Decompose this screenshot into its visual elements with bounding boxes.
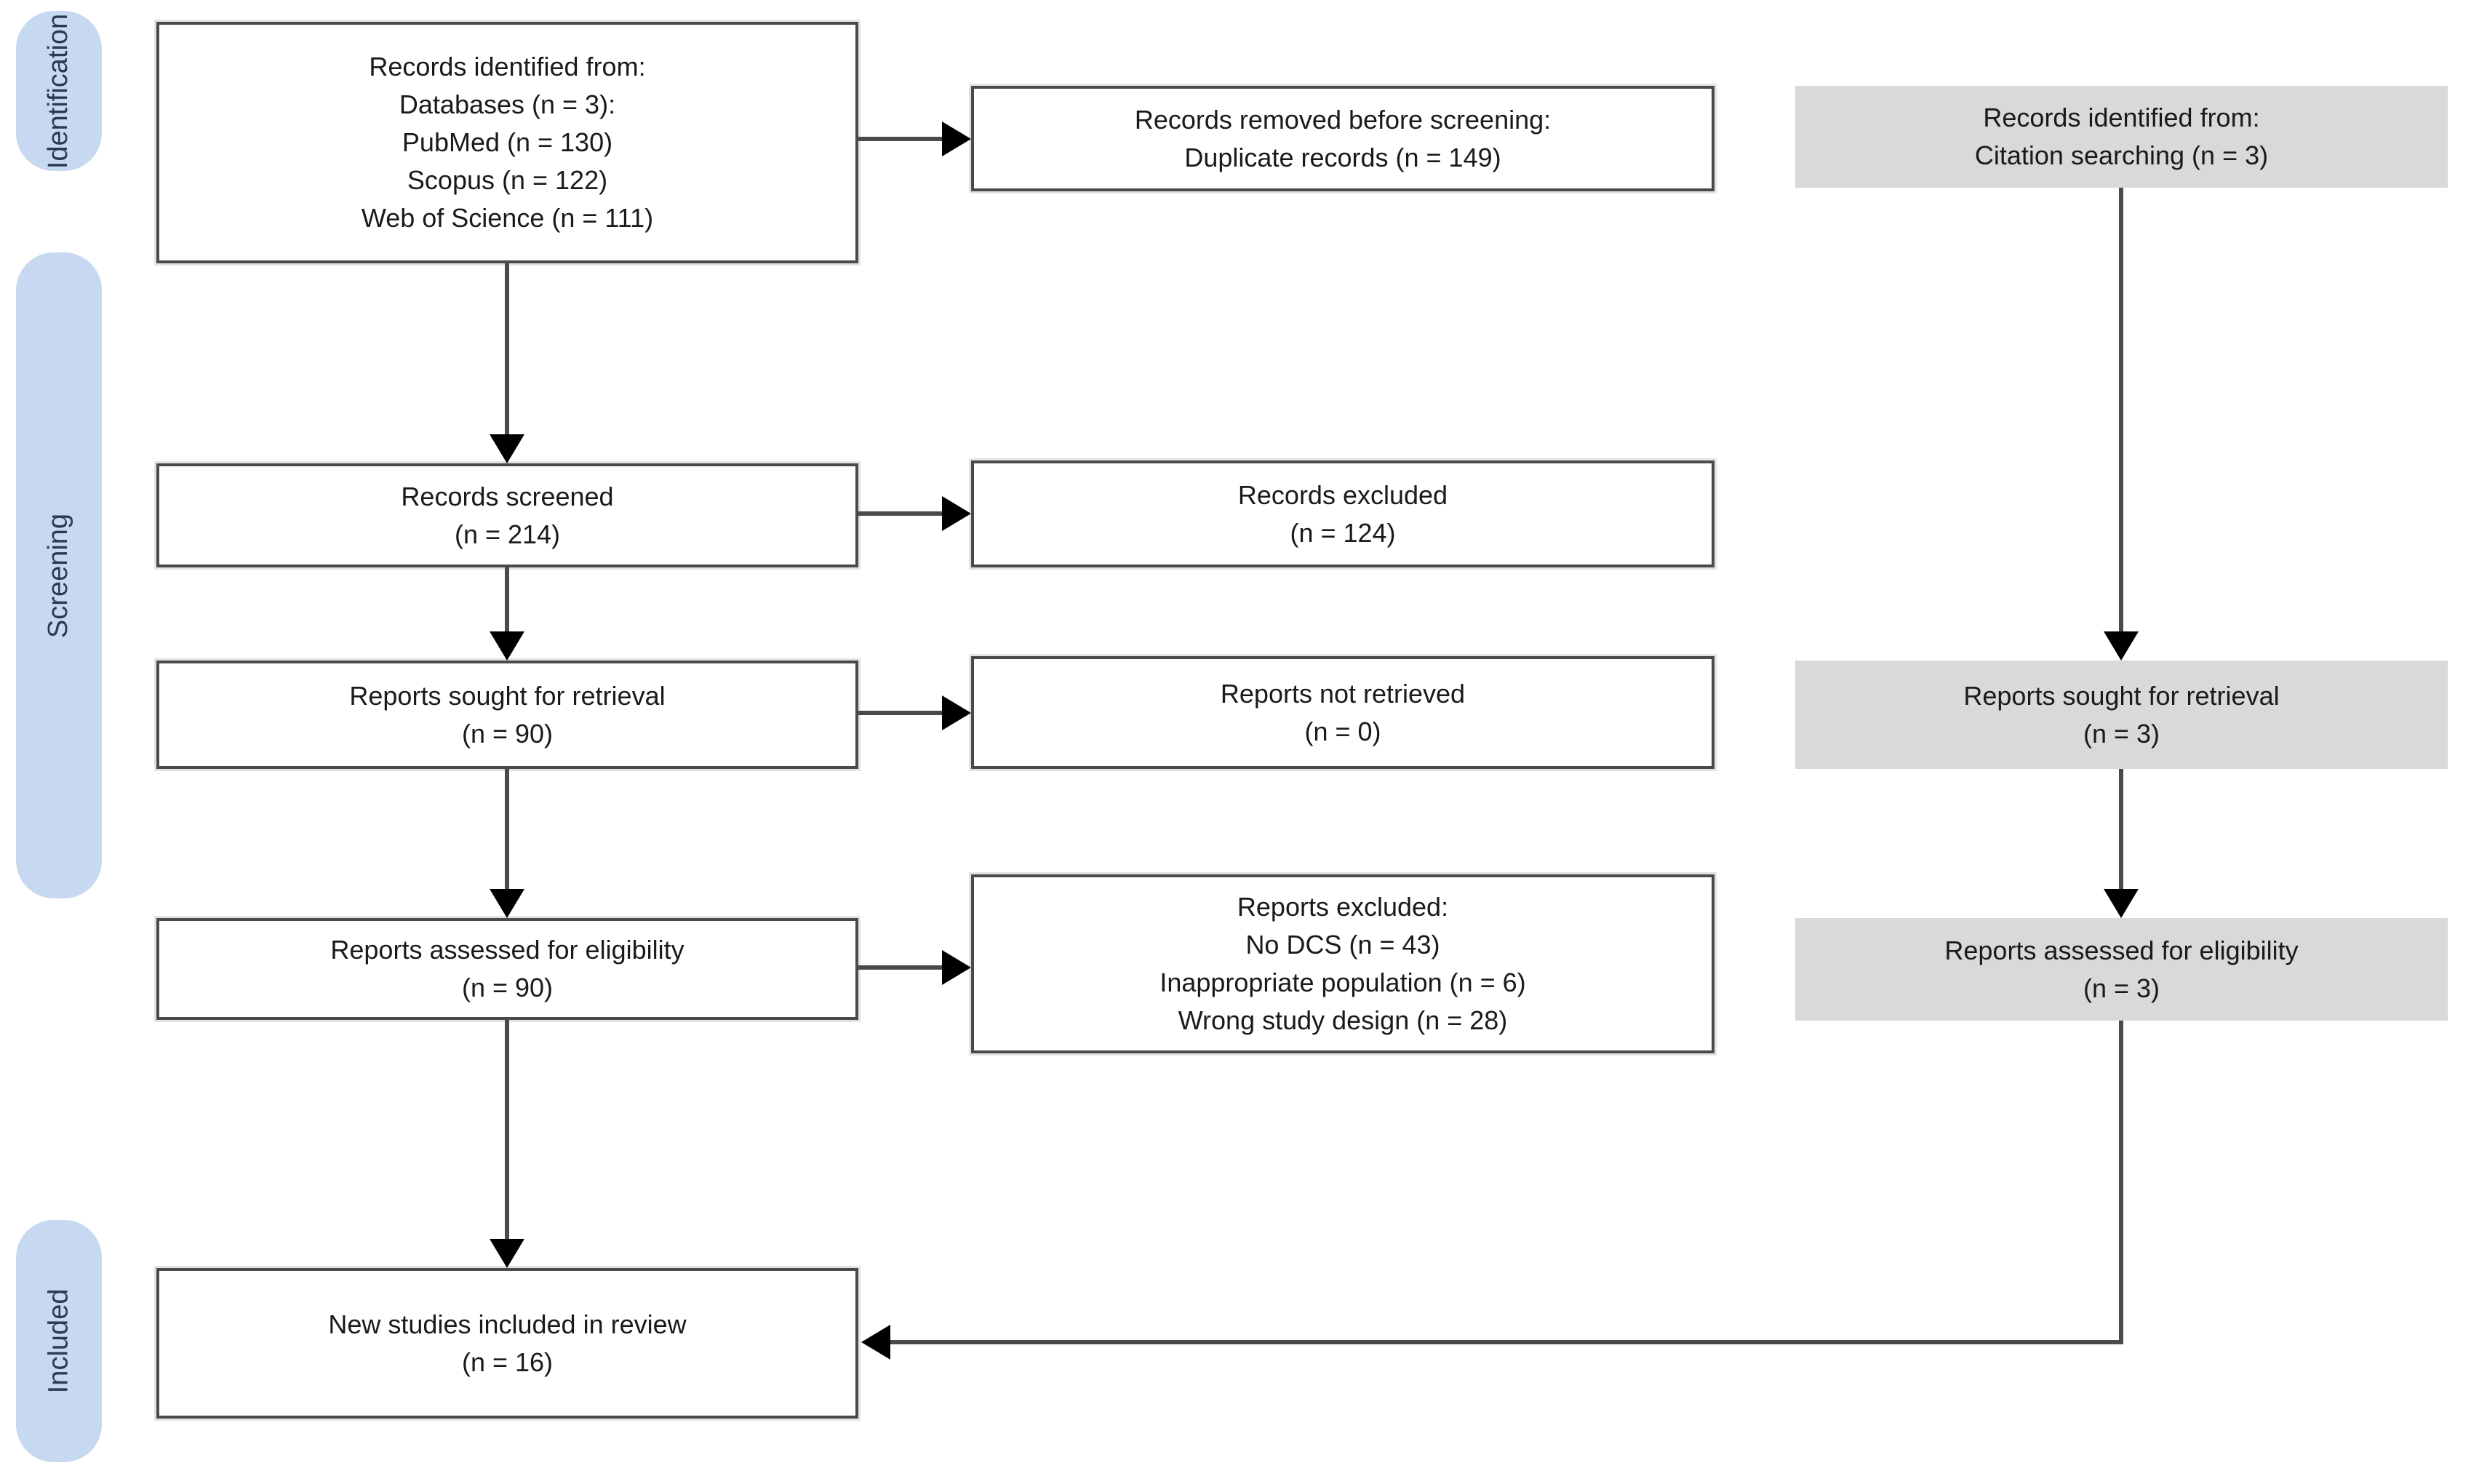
arrow-assessed-to-excludedreasons-line — [858, 965, 942, 970]
box-text-line: No DCS (n = 43) — [1245, 930, 1440, 960]
arrow-screened-to-sought-line — [505, 567, 509, 633]
box-reports-assessed: Reports assessed for eligibility (n = 90… — [156, 918, 858, 1020]
box-text-line: Citation searching (n = 3) — [1974, 140, 2269, 170]
box-text-line: (n = 124) — [1290, 517, 1396, 548]
box-text-line: Scopus (n = 122) — [407, 165, 608, 195]
arrowhead-right-icon — [942, 950, 971, 985]
box-reports-not-retrieved: Reports not retrieved (n = 0) — [971, 656, 1714, 769]
arrowhead-down-icon — [490, 631, 524, 661]
arrow-citation-to-included-horizontal-line — [890, 1340, 2123, 1344]
box-text-line: (n = 16) — [461, 1347, 554, 1377]
box-text-line: (n = 3) — [2083, 973, 2160, 1003]
box-text-line: Web of Science (n = 111) — [361, 203, 654, 233]
arrowhead-right-icon — [942, 695, 971, 730]
arrowhead-down-icon — [490, 889, 524, 918]
stage-label-screening: Screening — [43, 513, 74, 638]
box-text-line: (n = 3) — [2083, 718, 2160, 749]
box-reports-sought: Reports sought for retrieval (n = 90) — [156, 661, 858, 769]
arrowhead-down-icon — [2104, 631, 2139, 661]
box-text-line: Records identified from: — [369, 52, 646, 81]
arrowhead-right-icon — [942, 496, 971, 531]
box-text-line: (n = 0) — [1304, 716, 1381, 746]
box-records-excluded: Records excluded (n = 124) — [971, 460, 1714, 567]
box-new-studies-included: New studies included in review (n = 16) — [156, 1268, 858, 1419]
stage-pill-included: Included — [16, 1220, 102, 1462]
box-text-line: Wrong study design (n = 28) — [1178, 1005, 1508, 1035]
box-records-identified-databases: Records identified from: Databases (n = … — [156, 22, 858, 263]
arrowhead-down-icon — [490, 434, 524, 463]
box-text-line: Reports assessed for eligibility — [1944, 935, 2299, 965]
arrow-sought-to-assessed-line — [505, 769, 509, 890]
arrowhead-right-icon — [942, 121, 971, 156]
stage-pill-identification: Identification — [16, 11, 102, 171]
box-records-identified-citation: Records identified from: Citation search… — [1795, 86, 2448, 188]
arrowhead-down-icon — [490, 1239, 524, 1268]
box-reports-excluded-reasons: Reports excluded: No DCS (n = 43) Inappr… — [971, 874, 1714, 1053]
stage-label-identification: Identification — [43, 13, 74, 169]
box-text-line: Reports sought for retrieval — [1963, 680, 2280, 711]
box-text-line: Reports excluded: — [1237, 892, 1449, 922]
box-text-line: PubMed (n = 130) — [402, 127, 613, 157]
arrow-db-to-removed-line — [858, 137, 942, 141]
box-text-line: Records screened — [401, 481, 614, 511]
box-text-line: Databases (n = 3): — [399, 89, 616, 119]
arrowhead-down-icon — [2104, 889, 2139, 918]
box-text-line: Records identified from: — [1983, 103, 2260, 132]
box-text-line: (n = 214) — [454, 519, 561, 549]
arrow-citation-to-included-vertical-line — [2119, 1021, 2123, 1344]
box-text-line: Duplicate records (n = 149) — [1184, 142, 1501, 172]
stage-label-included: Included — [43, 1288, 74, 1394]
arrow-db-to-screened-line — [505, 263, 509, 436]
box-text-line: New studies included in review — [328, 1309, 687, 1339]
box-text-line: (n = 90) — [461, 718, 554, 749]
box-records-screened: Records screened (n = 214) — [156, 463, 858, 567]
box-records-removed-before-screening: Records removed before screening: Duplic… — [971, 86, 1714, 191]
box-text-line: Reports assessed for eligibility — [330, 935, 684, 965]
box-text-line: (n = 90) — [461, 973, 554, 1002]
arrow-citation-to-sought-line — [2119, 188, 2123, 633]
box-text-line: Records excluded — [1237, 479, 1448, 510]
box-text-line: Inappropriate population (n = 6) — [1159, 968, 1526, 997]
arrowhead-left-icon — [861, 1325, 890, 1360]
box-text-line: Records removed before screening: — [1134, 104, 1552, 135]
arrow-screened-to-excluded-line — [858, 511, 942, 516]
arrow-sought-to-notretrieved-line — [858, 711, 942, 715]
stage-pill-screening: Screening — [16, 252, 102, 898]
arrow-assessed-to-included-line — [505, 1020, 509, 1240]
box-citation-reports-assessed: Reports assessed for eligibility (n = 3) — [1795, 918, 2448, 1021]
box-text-line: Reports not retrieved — [1220, 678, 1466, 709]
arrow-citationsought-to-assessed-line — [2119, 769, 2123, 890]
box-citation-reports-sought: Reports sought for retrieval (n = 3) — [1795, 661, 2448, 769]
box-text-line: Reports sought for retrieval — [349, 680, 666, 711]
